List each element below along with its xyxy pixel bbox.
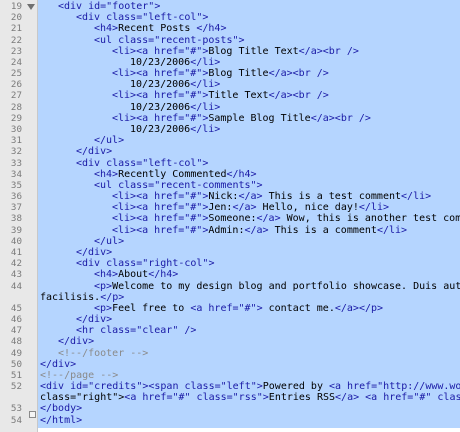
code-line: <!--/page -->	[40, 369, 119, 381]
line-number: 41	[10, 246, 22, 258]
line-number: 50	[10, 358, 22, 370]
line-number: 53	[10, 403, 22, 415]
code-line: <div id="footer">	[58, 1, 161, 12]
fold-column	[25, 0, 37, 432]
line-number: 26	[10, 79, 22, 91]
code-line: <li><a href="#">Blog Title</a><br />	[112, 68, 329, 80]
line-number: 27	[10, 90, 22, 102]
code-line: <h4>Recent Posts </h4>	[94, 23, 227, 35]
code-line: <div class="left-col">	[76, 12, 209, 24]
line-number: 40	[10, 235, 22, 247]
code-line: 10/23/2006</li>	[130, 56, 221, 68]
line-number: 22	[10, 34, 22, 46]
code-line: <p>Feel free to <a href="#"> contact me.…	[94, 302, 384, 314]
code-line: </div>	[40, 358, 77, 370]
line-number: 25	[10, 68, 22, 80]
fold-triangle-icon[interactable]	[27, 4, 35, 10]
line-number: 28	[10, 101, 22, 113]
line-number: 47	[10, 325, 22, 337]
code-line: <li><a href="#">Nick:</a> This is a test…	[112, 191, 432, 203]
line-number-gutter	[0, 0, 25, 432]
line-number: 29	[10, 112, 22, 124]
code-line: facilisis.</p>	[40, 291, 125, 303]
line-number: 42	[10, 258, 22, 270]
line-number	[0, 292, 22, 303]
line-number: 21	[10, 23, 22, 35]
line-number: 36	[10, 191, 22, 203]
code-line: </div>	[76, 314, 113, 326]
line-number: 43	[10, 269, 22, 281]
line-number: 31	[10, 135, 22, 147]
code-line: class="right"><a href="#" class="rss">En…	[40, 392, 460, 404]
line-number: 51	[10, 369, 22, 381]
code-line: <ul class="recent-comments">	[94, 179, 263, 191]
fold-end-icon[interactable]	[29, 411, 36, 418]
text-selection	[38, 0, 460, 428]
code-line: <hr class="clear" />	[76, 325, 197, 337]
code-line: </html>	[40, 414, 83, 426]
line-number: 48	[10, 336, 22, 348]
code-line: <h4>Recently Commented</h4>	[94, 168, 257, 180]
code-line: <ul class="recent-posts">	[94, 34, 245, 46]
code-line: </ul>	[94, 135, 125, 147]
code-line: <li><a href="#">Title Text</a><br />	[112, 90, 329, 102]
code-text-area[interactable]: <div id="footer"><div class="left-col"><…	[38, 0, 460, 432]
line-number: 23	[10, 45, 22, 57]
line-number: 24	[10, 56, 22, 68]
code-line: <div class="right-col">	[76, 258, 215, 270]
line-number: 45	[10, 302, 22, 314]
code-line: </body>	[40, 403, 83, 415]
line-number: 46	[10, 314, 22, 326]
code-line: <p>Welcome to my design blog and portfol…	[94, 280, 460, 292]
code-line: </div>	[58, 336, 95, 348]
code-line: </div>	[76, 246, 113, 258]
code-line: </ul>	[94, 235, 125, 247]
line-number: 20	[10, 12, 22, 24]
line-number: 19	[10, 1, 22, 12]
line-number: 54	[10, 414, 22, 426]
line-number: 49	[10, 347, 22, 359]
code-line: <div id="credits"><span class="left">Pow…	[40, 381, 460, 393]
line-number: 52	[10, 381, 22, 393]
code-line: 10/23/2006</li>	[130, 101, 221, 113]
code-line: </div>	[76, 146, 113, 158]
code-line: <li><a href="#">Admin:</a> This is a com…	[112, 224, 408, 236]
gutter-divider	[37, 0, 38, 432]
line-number: 37	[10, 202, 22, 214]
line-number: 32	[10, 146, 22, 158]
line-number: 44	[10, 280, 22, 292]
line-number: 30	[10, 123, 22, 135]
line-number: 35	[10, 179, 22, 191]
code-line: 10/23/2006</li>	[130, 79, 221, 91]
code-line: <li><a href="#">Sample Blog Title</a><br…	[112, 112, 371, 124]
code-line: <div class="left-col">	[76, 157, 209, 169]
line-number: 33	[10, 157, 22, 169]
code-line: <li><a href="#">Someone:</a> Wow, this i…	[112, 213, 460, 225]
line-number	[0, 392, 22, 403]
code-line: <h4>About</h4>	[94, 269, 179, 281]
code-line: <li><a href="#">Jen:</a> Hello, nice day…	[112, 202, 389, 214]
code-line: <li><a href="#">Blog Title Text</a><br /…	[112, 45, 359, 57]
code-line: 10/23/2006</li>	[130, 123, 221, 135]
line-number: 39	[10, 224, 22, 236]
line-number: 38	[10, 213, 22, 225]
line-number: 34	[10, 168, 22, 180]
code-line: <!--/footer -->	[58, 347, 149, 359]
